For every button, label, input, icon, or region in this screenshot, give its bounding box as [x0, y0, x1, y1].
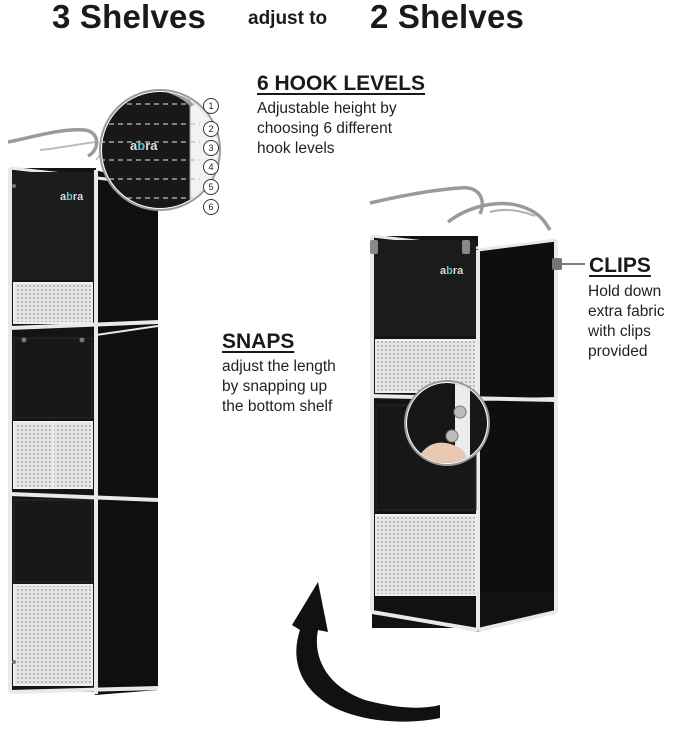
curved-arrow-icon [292, 582, 440, 722]
three-shelf-organizer: abra [7, 128, 159, 695]
hook-levels-line-1: Adjustable height by [257, 100, 397, 117]
header-adjust-to: adjust to [248, 8, 328, 29]
logo-right: abra [440, 265, 464, 277]
hook-level-5: 5 [203, 179, 219, 195]
clips-line-1: Hold down [588, 283, 662, 300]
clips-line-4: provided [588, 343, 648, 360]
svg-text:abra: abra [130, 138, 158, 153]
clips-line-2: extra fabric [588, 303, 665, 320]
hook-level-2: 2 [203, 121, 219, 137]
snaps-body: adjust the length by snapping up the bot… [222, 357, 336, 417]
clips-line-3: with clips [588, 323, 651, 340]
hook-levels-title: 6 HOOK LEVELS [257, 72, 426, 95]
hook-levels-zoom: abra [99, 89, 221, 211]
hook-level-1: 1 [203, 98, 219, 114]
hook-levels-body: Adjustable height by choosing 6 differen… [257, 99, 397, 159]
snaps-title: SNAPS [222, 330, 295, 353]
snaps-line-2: by snapping up [222, 378, 328, 395]
hook-levels-line-3: hook levels [257, 140, 335, 157]
snap-zoom [404, 380, 490, 466]
snaps-line-1: adjust the length [222, 358, 336, 375]
header-two-shelves: 2 Shelves [370, 0, 525, 35]
hook-levels-line-2: choosing 6 different [257, 120, 393, 137]
clips-body: Hold down extra fabric with clips provid… [588, 282, 665, 362]
header-three-shelves: 3 Shelves [52, 0, 207, 35]
clips-title: CLIPS [589, 254, 651, 277]
snaps-line-3: the bottom shelf [222, 398, 333, 415]
logo-left: abra [60, 191, 84, 203]
hook-level-3: 3 [203, 140, 219, 156]
hook-level-6: 6 [203, 199, 219, 215]
hook-level-4: 4 [203, 159, 219, 175]
